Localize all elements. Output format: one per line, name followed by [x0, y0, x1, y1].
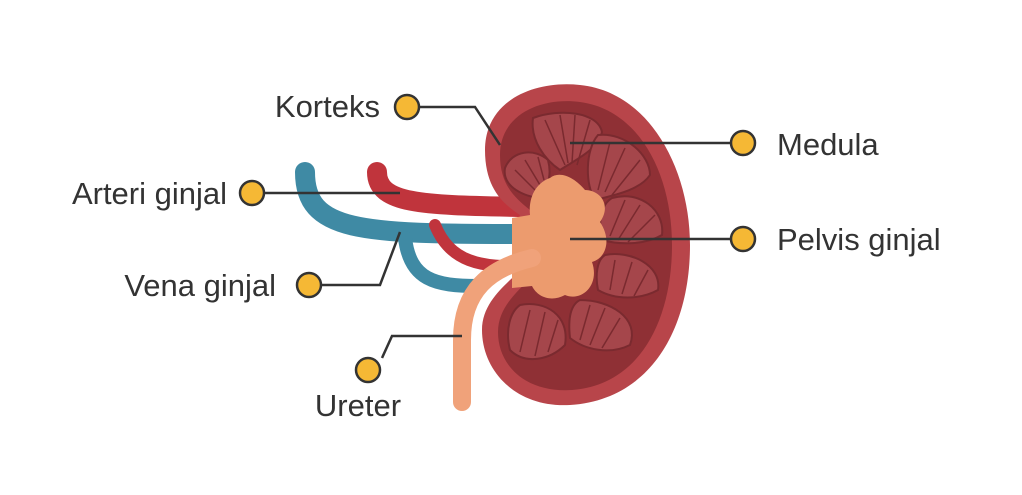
ureter-leader: [380, 334, 462, 359]
renal-pelvis-label: Pelvis ginjal: [777, 222, 941, 257]
leader-lines: [265, 105, 740, 359]
renal-vein-leader: [322, 231, 402, 287]
renal-artery-marker: [238, 179, 266, 207]
kidney: [482, 84, 690, 406]
cortex-marker: [393, 93, 421, 121]
medulla-marker: [729, 129, 757, 157]
ureter-marker: [354, 356, 382, 384]
medulla-label: Medula: [777, 127, 879, 162]
renal-vein-marker: [295, 271, 323, 299]
renal-vein-label: Vena ginjal: [124, 268, 276, 303]
cortex-label: Korteks: [275, 89, 380, 124]
renal-artery-label: Arteri ginjal: [72, 176, 227, 211]
renal-pelvis-shape: [512, 174, 607, 299]
renal-pelvis-marker: [729, 225, 757, 253]
ureter: [453, 249, 541, 411]
cortex-leader: [420, 105, 502, 146]
ureter-label: Ureter: [315, 388, 401, 423]
medulla-striations: [514, 114, 656, 357]
markers: [238, 93, 757, 384]
